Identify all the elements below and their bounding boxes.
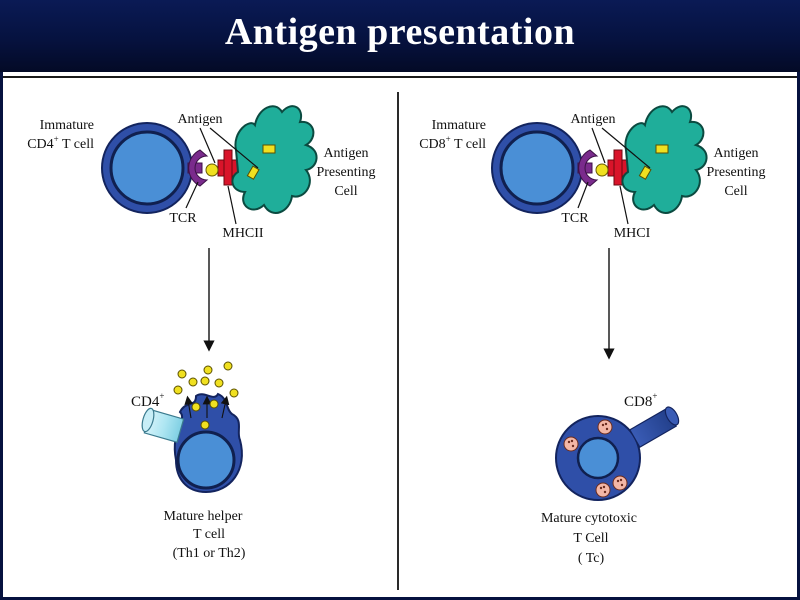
antigen-leader-1 xyxy=(200,128,215,163)
mhc-i-label: MHCI xyxy=(614,226,651,241)
immature-cd4-t-cell xyxy=(102,123,192,213)
mature-cytotoxic-line1: Mature cytotoxic xyxy=(541,511,637,526)
cd8-coreceptor-label: CD8+ xyxy=(624,391,657,410)
left-panel: Immature CD4+ T cell Antigen Antigen Pre… xyxy=(27,106,375,561)
mature-helper-t-cell xyxy=(175,394,242,492)
antigen-label: Antigen xyxy=(177,112,222,127)
apc-right-line3: Cell xyxy=(724,184,747,199)
apc-label-line3: Cell xyxy=(334,184,357,199)
mature-helper-line3: (Th1 or Th2) xyxy=(173,546,246,561)
tcr-label-right: TCR xyxy=(561,211,589,226)
apc-right-line2: Presenting xyxy=(706,165,765,180)
mature-cytotoxic-t-cell xyxy=(556,416,640,500)
mhc-leader xyxy=(228,186,236,224)
immature-label-right: Immature xyxy=(432,118,486,133)
mature-cytotoxic-line3: ( Tc) xyxy=(578,551,605,566)
tcr-label: TCR xyxy=(169,211,197,226)
cd4-coreceptor xyxy=(140,407,184,442)
immature-cd8-t-cell xyxy=(492,123,582,213)
mature-cytotoxic-line2: T Cell xyxy=(573,531,608,546)
antigen-presenting-cell-right xyxy=(622,106,706,213)
immature-label: Immature xyxy=(40,118,94,133)
cd8-coreceptor xyxy=(630,405,682,447)
cd4-tcell-label: CD4+ T cell xyxy=(27,134,94,152)
right-panel: Immature CD8+ T cell Antigen Antigen Pre… xyxy=(419,106,765,566)
apc-label-line2: Presenting xyxy=(316,165,375,180)
antigen-label-right: Antigen xyxy=(570,112,615,127)
antigen-peptide xyxy=(206,164,218,176)
cd4-coreceptor-label: CD4+ xyxy=(131,391,164,410)
tcr-leader-right xyxy=(578,182,588,208)
mhc-leader-right xyxy=(620,186,628,224)
antigen-presenting-cell xyxy=(232,106,316,213)
antigen-peptide-right xyxy=(596,164,608,176)
cd8-tcell-label: CD8+ T cell xyxy=(419,134,486,152)
mature-helper-line1: Mature helper xyxy=(164,509,243,524)
apc-right-line1: Antigen xyxy=(713,146,758,161)
mature-helper-line2: T cell xyxy=(193,527,225,542)
mhc-label: MHCII xyxy=(222,226,264,241)
apc-label-line1: Antigen xyxy=(323,146,368,161)
antigen-leader-right-1 xyxy=(592,128,605,163)
